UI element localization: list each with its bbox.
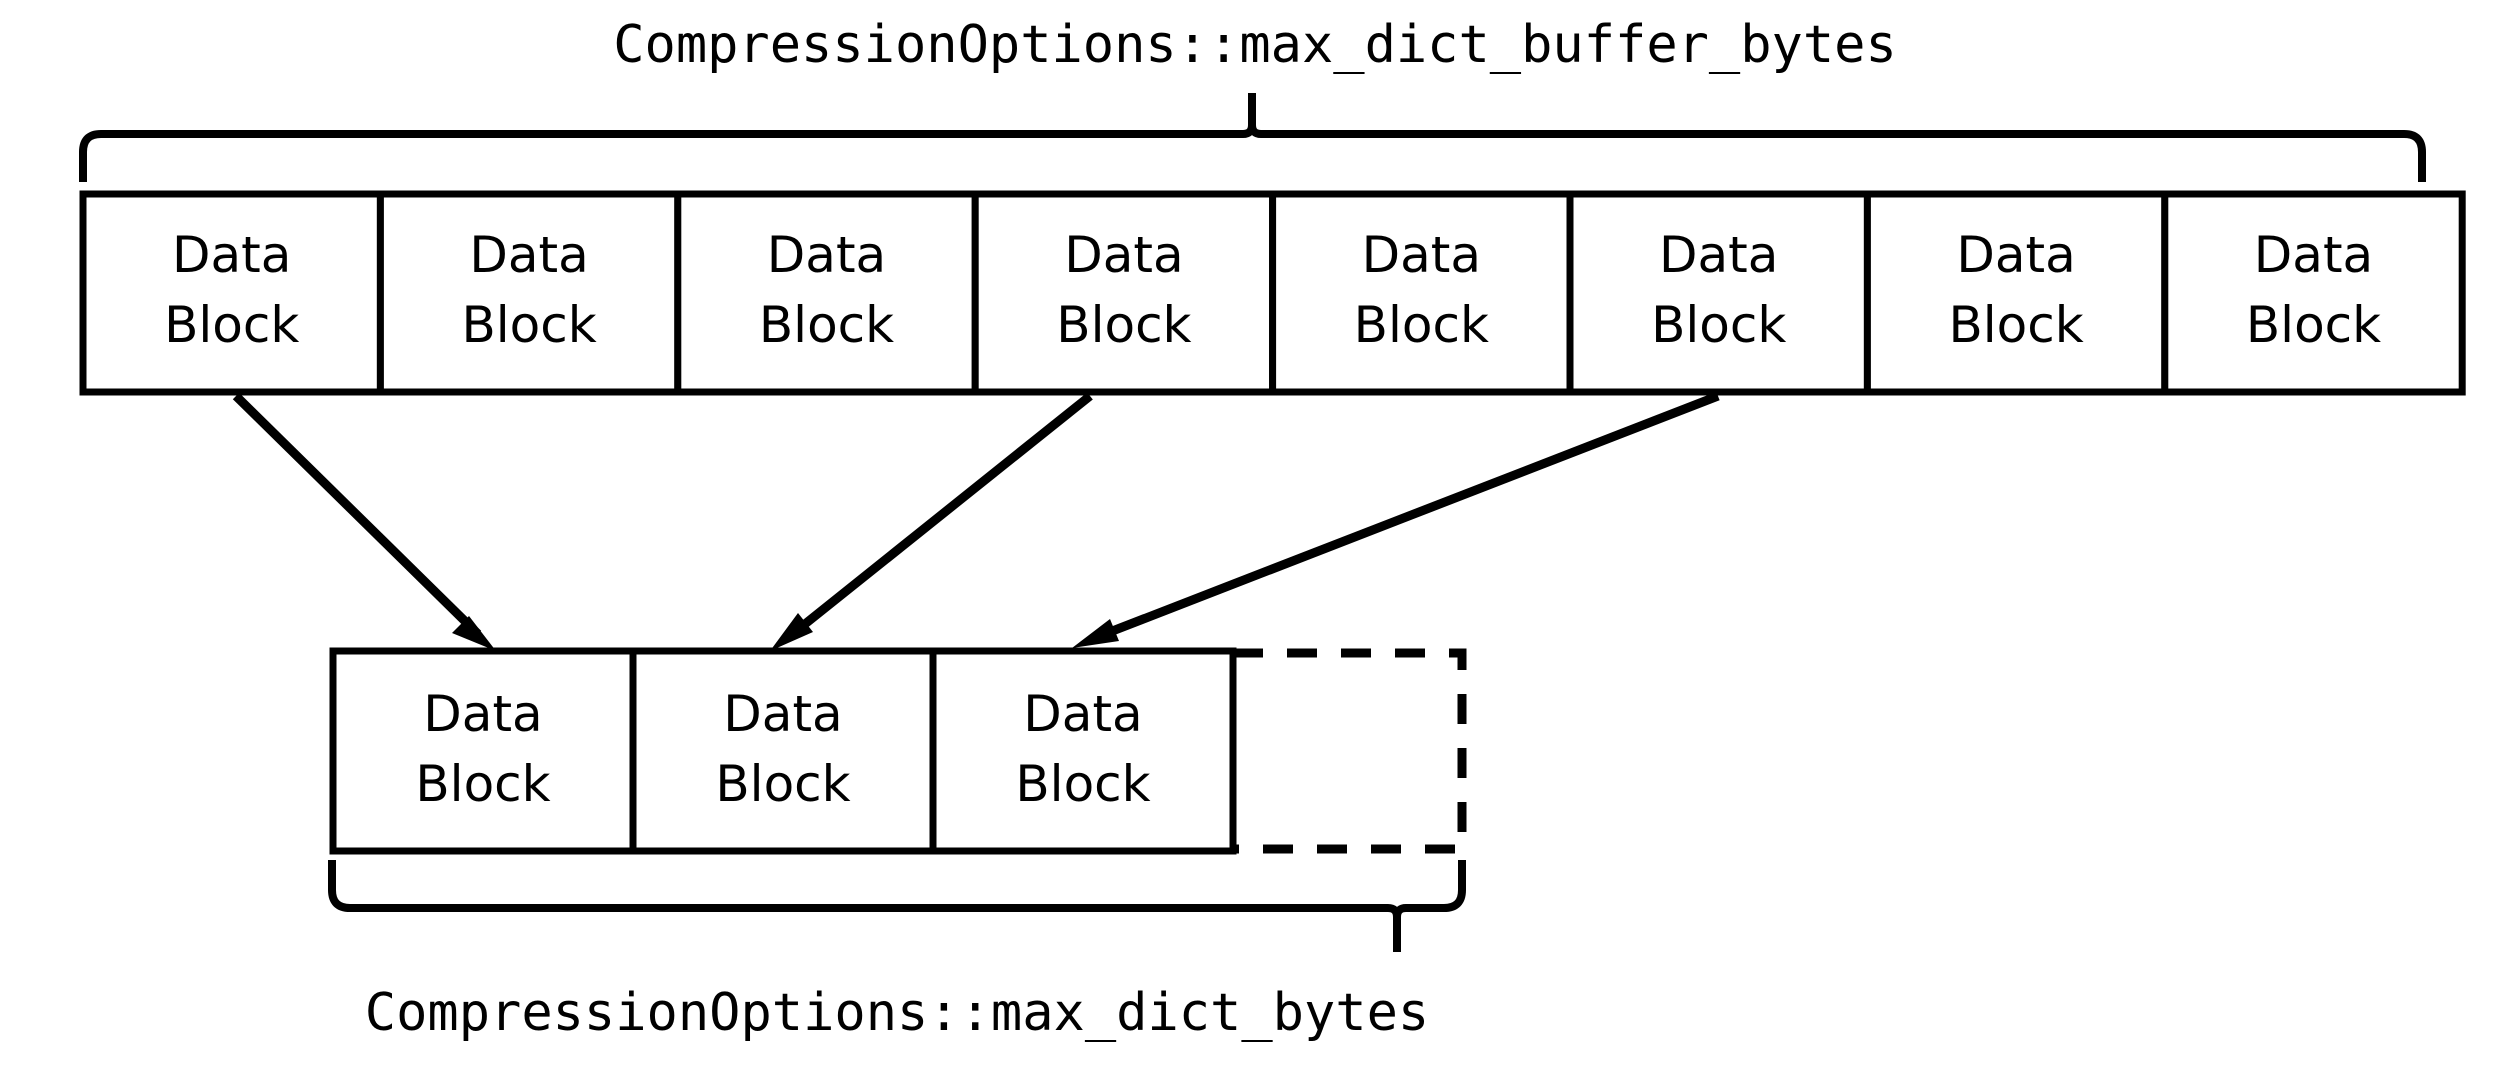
block-label-line2: Block xyxy=(415,755,550,813)
bottom-label-text: CompressionOptions::max_dict_bytes xyxy=(365,983,1429,1043)
arrow-block4-to-dict2 xyxy=(770,392,1093,651)
block-label-line2: Block xyxy=(759,296,894,354)
block-label-line1: Data xyxy=(1362,226,1481,284)
table-row-top-block-2[interactable]: Data Block xyxy=(376,190,682,396)
block-label-line2: Block xyxy=(715,755,850,813)
top-brace xyxy=(79,93,2426,182)
block-label-line2: Block xyxy=(164,296,299,354)
block-label-line2: Block xyxy=(1015,755,1150,813)
block-label-line1: Data xyxy=(1064,226,1183,284)
block-label-line2: Block xyxy=(2246,296,2381,354)
block-label-line1: Data xyxy=(1659,226,1778,284)
block-label-line1: Data xyxy=(469,226,588,284)
block-label-line2: Block xyxy=(1651,296,1786,354)
block-label-line1: Data xyxy=(1023,685,1142,743)
block-label-line2: Block xyxy=(1354,296,1489,354)
block-label-line1: Data xyxy=(423,685,542,743)
table-row-top-block-7[interactable]: Data Block xyxy=(1863,190,2169,396)
table-row-top-block-5[interactable]: Data Block xyxy=(1269,190,1574,396)
dictionary-data-blocks-row: Data Block Data Block Data Block xyxy=(329,647,1467,855)
table-row-bottom-block-1[interactable]: Data Block xyxy=(329,647,637,855)
table-row-top-block-1[interactable]: Data Block xyxy=(79,190,384,396)
block-label-line1: Data xyxy=(2254,226,2373,284)
block-label-line1: Data xyxy=(172,226,291,284)
dashed-placeholder-block[interactable] xyxy=(1233,648,1467,854)
block-label-line2: Block xyxy=(1948,296,2083,354)
block-label-line1: Data xyxy=(1956,226,2075,284)
block-label-line1: Data xyxy=(767,226,886,284)
table-row-bottom-block-3[interactable]: Data Block xyxy=(929,647,1237,855)
table-row-top-block-3[interactable]: Data Block xyxy=(674,190,979,396)
arrow-block6-to-dict3 xyxy=(1072,391,1720,648)
table-row-bottom-block-2[interactable]: Data Block xyxy=(629,647,937,855)
bottom-brace xyxy=(328,860,1466,952)
block-label-line2: Block xyxy=(461,296,596,354)
table-row-top-block-6[interactable]: Data Block xyxy=(1566,190,1871,396)
block-label-line2: Block xyxy=(1056,296,1191,354)
buffered-data-blocks-row: Data Block Data Block Data Block Data Bl… xyxy=(79,190,2466,396)
table-row-top-block-4[interactable]: Data Block xyxy=(971,190,1277,396)
block-label-line1: Data xyxy=(723,685,842,743)
table-row-top-block-8[interactable]: Data Block xyxy=(2161,190,2466,396)
top-label-text: CompressionOptions::max_dict_buffer_byte… xyxy=(613,15,1897,75)
arrow-block1-to-dict1 xyxy=(232,392,496,651)
